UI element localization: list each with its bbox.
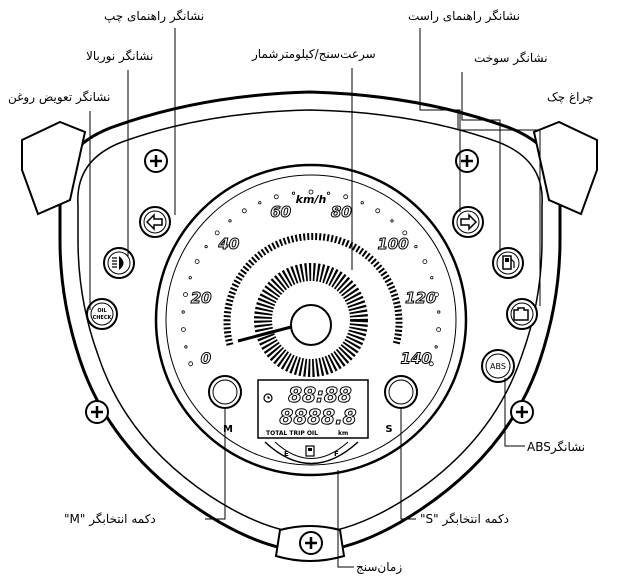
speed-tick-label: 140	[401, 349, 432, 367]
speed-tick-dot	[438, 311, 440, 313]
high-beam-indicator-icon	[104, 248, 134, 278]
speed-tick-label: 120	[405, 289, 436, 307]
speed-tick-dot	[181, 328, 185, 332]
fuel-pump-icon	[306, 446, 314, 456]
speed-tick-label: 80	[331, 203, 352, 221]
lcd-odometer: 8888.8	[279, 405, 356, 429]
abs-indicator-icon: ABS	[482, 350, 514, 382]
speed-tick-label: 100	[377, 235, 408, 253]
abs-label: نشانگرABS	[527, 440, 585, 454]
speed-tick-label: 60	[270, 203, 291, 221]
speed-unit-label: km/h	[296, 193, 327, 206]
speed-tick-dot	[435, 293, 439, 297]
speed-tick-dot	[344, 195, 348, 199]
speed-tick-dot	[429, 362, 433, 366]
speed-tick-dot	[376, 209, 380, 213]
oil-text: OIL	[97, 308, 107, 314]
lcd-unit: km	[338, 430, 348, 437]
left-turn-label: نشانگر راهنمای چپ	[104, 9, 204, 23]
lcd-clock: 88:88	[288, 383, 352, 407]
speed-tick-dot	[242, 209, 246, 213]
speed-tick-label: 40	[217, 235, 239, 253]
speed-tick-dot	[259, 202, 261, 204]
speed-tick-label: 0	[201, 349, 211, 367]
speed-tick-dot	[184, 293, 188, 297]
check-light-label: چراغ چک	[547, 90, 594, 104]
speed-tick-dot	[229, 220, 231, 222]
left-turn-indicator-icon	[140, 207, 170, 237]
speed-tick-dot	[437, 328, 441, 332]
speed-tick-dot	[185, 346, 187, 348]
speed-tick-dot	[205, 245, 207, 247]
check-engine-indicator-icon	[507, 299, 537, 329]
check-text: CHECK	[93, 315, 113, 321]
right-turn-indicator-icon	[453, 207, 483, 237]
speed-tick-dot	[415, 245, 417, 247]
lcd-mode-labels: TOTAL TRIP OIL	[266, 430, 318, 437]
abs-text: ABS	[490, 362, 506, 371]
m-button-label: دکمه انتخابگر "M"	[64, 512, 156, 526]
fuel-empty-label: E	[284, 450, 289, 458]
fuel-full-label: F	[334, 450, 339, 458]
oil-check-indicator-icon: OIL CHECK	[87, 299, 117, 329]
speed-tick-dot	[327, 192, 329, 194]
speed-tick-dot	[423, 260, 427, 264]
speedometer-label: سرعت‌سنج/کیلومترشمار	[252, 47, 376, 61]
oil-change-label: نشانگر تعویض روغن	[8, 90, 110, 104]
clock-label: زمان‌سنج	[356, 560, 402, 574]
speed-tick-dot	[215, 231, 219, 235]
s-letter: S	[385, 424, 392, 435]
right-turn-label: نشانگر راهنمای راست	[408, 9, 520, 23]
speed-tick-dot	[361, 202, 363, 204]
fuel-label: نشانگر سوخت	[474, 51, 548, 65]
s-button-label: دکمه انتخابگر "S"	[420, 512, 509, 526]
screw-icon	[456, 150, 478, 172]
needle-hub	[291, 305, 331, 345]
speed-tick-dot	[435, 346, 437, 348]
speed-tick-dot	[189, 277, 191, 279]
speed-tick-dot	[431, 277, 433, 279]
speed-tick-dot	[391, 220, 393, 222]
high-beam-label: نشانگر نوربالا	[86, 49, 153, 63]
screw-icon	[300, 532, 322, 554]
screw-icon	[145, 150, 167, 172]
speed-tick-dot	[189, 362, 193, 366]
screw-icon	[86, 401, 108, 423]
speed-tick-dot	[182, 311, 184, 313]
speed-tick-label: 20	[191, 289, 212, 307]
speed-tick-dot	[403, 231, 407, 235]
m-selector-button[interactable]	[209, 376, 241, 408]
fuel-indicator-icon	[493, 248, 523, 278]
s-selector-button[interactable]	[385, 376, 417, 408]
speed-tick-dot	[274, 195, 278, 199]
speed-tick-dot	[292, 192, 294, 194]
screw-icon	[511, 401, 533, 423]
speed-tick-dot	[195, 260, 199, 264]
